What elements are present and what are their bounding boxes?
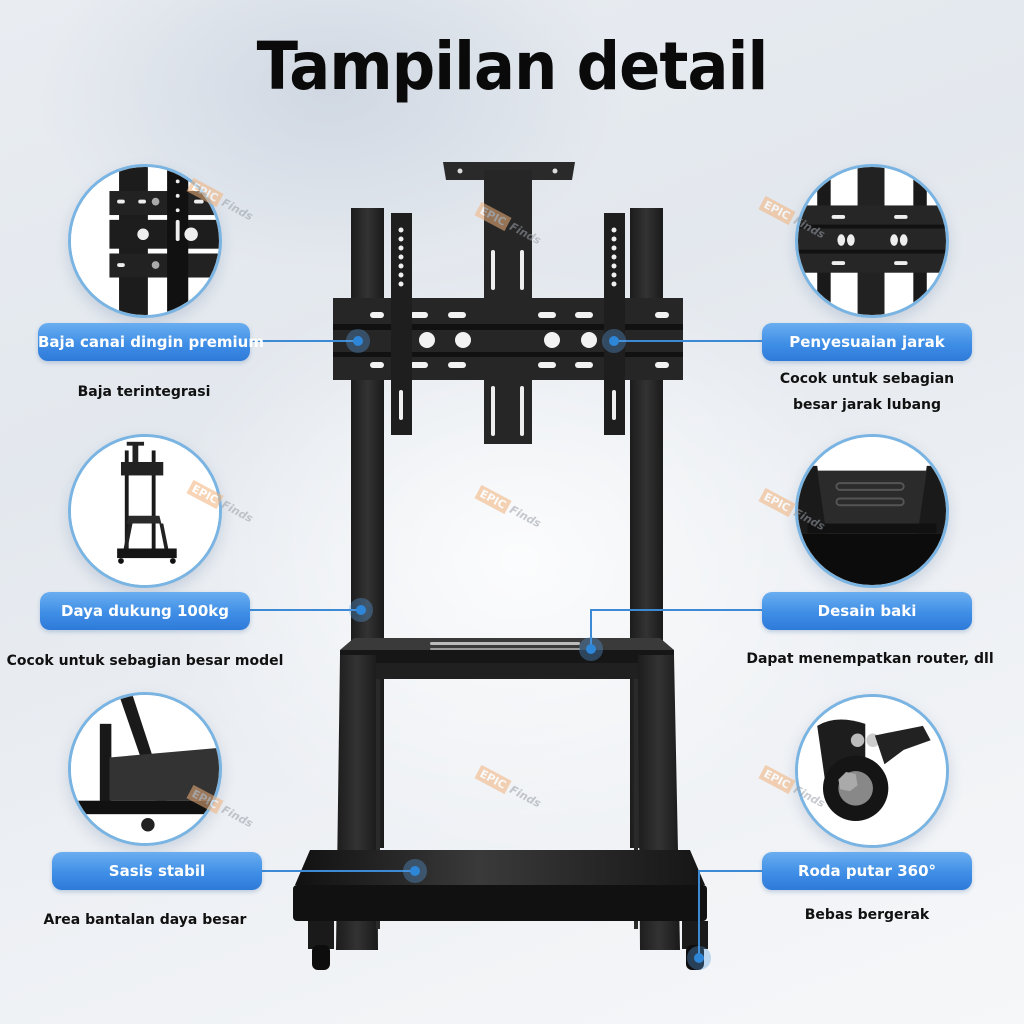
feature-label-chassis: Sasis stabil — [52, 852, 262, 890]
tv-stand-illustration — [293, 162, 708, 970]
connector-line-steel — [250, 340, 358, 342]
feature-image-stand — [68, 434, 222, 588]
caster-wheel-icon — [798, 697, 946, 845]
feature-label-steel: Baja canai dingin premium — [38, 323, 264, 361]
hotspot-capacity — [356, 605, 366, 615]
stand-thumbnail-icon — [71, 437, 219, 585]
hotspot-spacing — [609, 336, 619, 346]
feature-image-tray — [795, 434, 949, 588]
chassis-closeup-icon — [71, 695, 219, 843]
hotspot-chassis — [410, 866, 420, 876]
feature-caption-spacing-line1: Cocok untuk sebagian — [779, 371, 955, 387]
connector-line-tray-h — [590, 609, 762, 611]
connector-line-tray-v — [590, 609, 592, 649]
feature-caption-steel: Baja terintegrasi — [77, 384, 211, 400]
connector-line-spacing — [614, 340, 762, 342]
vesa-plate-closeup-icon — [798, 167, 946, 315]
feature-caption-capacity: Cocok untuk sebagian besar model — [6, 653, 284, 669]
tray-closeup-icon — [798, 437, 946, 585]
connector-line-wheel-h — [698, 870, 762, 872]
connector-line-chassis — [262, 870, 412, 872]
page-title: Tampilan detail — [256, 28, 769, 105]
feature-image-wheel — [795, 694, 949, 848]
connector-line-capacity — [250, 609, 360, 611]
feature-caption-tray: Dapat menempatkan router, dll — [746, 651, 994, 667]
feature-label-tray: Desain baki — [762, 592, 972, 630]
feature-image-chassis — [68, 692, 222, 846]
hotspot-steel — [353, 336, 363, 346]
connector-line-wheel-v — [698, 870, 700, 958]
feature-caption-chassis: Area bantalan daya besar — [43, 912, 247, 928]
hotspot-wheel — [694, 953, 704, 963]
feature-label-wheel: Roda putar 360° — [762, 852, 972, 890]
feature-image-vesa-plate — [795, 164, 949, 318]
feature-caption-spacing-line2: besar jarak lubang — [792, 397, 942, 413]
tv-stand-product-image — [280, 150, 720, 980]
feature-label-capacity: Daya dukung 100kg — [40, 592, 250, 630]
bracket-closeup-icon — [71, 167, 219, 315]
hotspot-tray — [586, 644, 596, 654]
feature-label-spacing: Penyesuaian jarak — [762, 323, 972, 361]
feature-caption-wheel: Bebas bergerak — [804, 907, 930, 923]
